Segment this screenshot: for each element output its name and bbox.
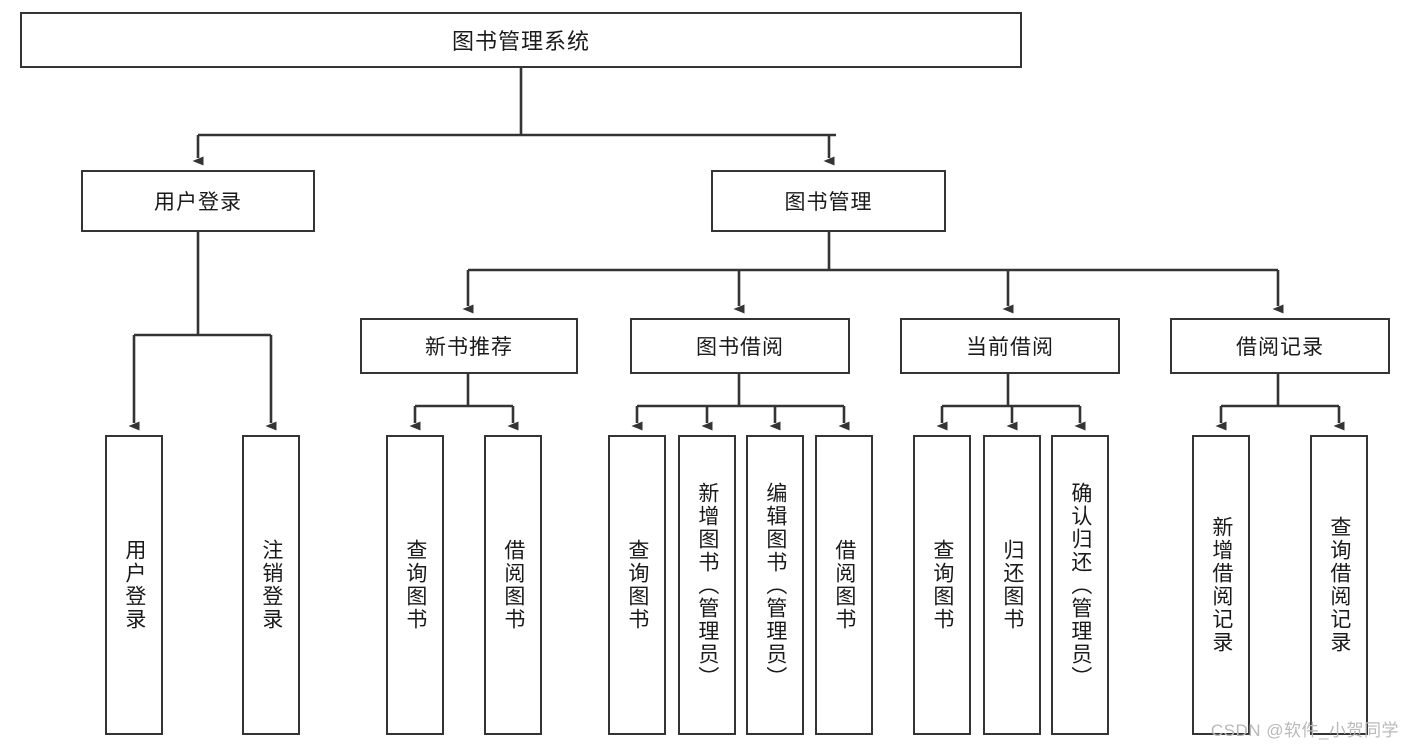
node-leaf-query-book-3[interactable]: 查询图书 <box>913 435 971 735</box>
node-current-borrow[interactable]: 当前借阅 <box>900 318 1120 374</box>
node-borrow-record[interactable]: 借阅记录 <box>1170 318 1390 374</box>
node-leaf-borrow-book-1[interactable]: 借阅图书 <box>484 435 542 735</box>
node-root-system[interactable]: 图书管理系统 <box>20 12 1022 68</box>
node-user-login[interactable]: 用户登录 <box>81 170 315 232</box>
node-leaf-borrow-book-2[interactable]: 借阅图书 <box>815 435 873 735</box>
node-leaf-query-book-1[interactable]: 查询图书 <box>386 435 444 735</box>
node-leaf-confirm-return[interactable]: 确认归还（管理员） <box>1051 435 1109 735</box>
node-book-manage[interactable]: 图书管理 <box>711 170 946 232</box>
node-book-borrow[interactable]: 图书借阅 <box>630 318 850 374</box>
node-leaf-add-record[interactable]: 新增借阅记录 <box>1192 435 1250 735</box>
node-leaf-edit-book[interactable]: 编辑图书（管理员） <box>746 435 804 735</box>
node-leaf-query-book-2[interactable]: 查询图书 <box>608 435 666 735</box>
node-leaf-query-record[interactable]: 查询借阅记录 <box>1310 435 1368 735</box>
node-leaf-user-logout[interactable]: 注销登录 <box>242 435 300 735</box>
node-leaf-user-login[interactable]: 用户登录 <box>105 435 163 735</box>
node-new-book-recommend[interactable]: 新书推荐 <box>360 318 578 374</box>
node-leaf-return-book[interactable]: 归还图书 <box>983 435 1041 735</box>
node-leaf-add-book[interactable]: 新增图书（管理员） <box>678 435 736 735</box>
watermark-credit: CSDN @软件_小贺同学 <box>1210 721 1399 740</box>
